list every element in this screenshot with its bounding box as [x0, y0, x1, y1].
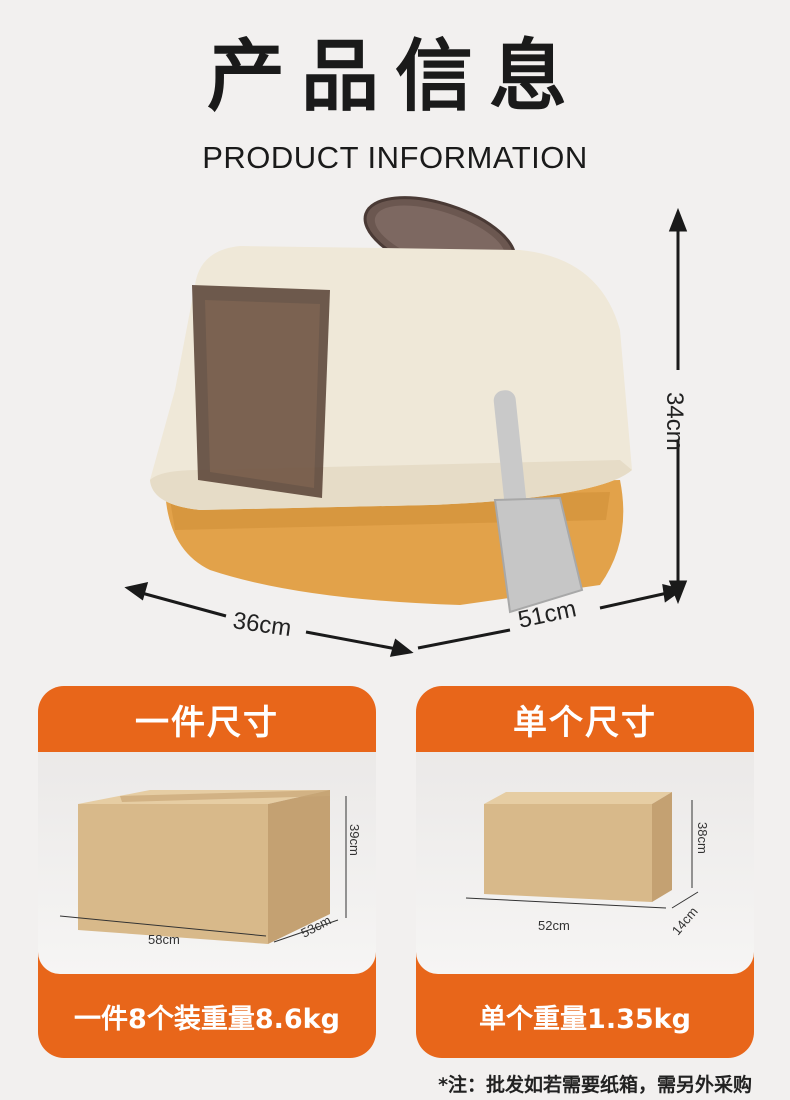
card-title: 一件尺寸 — [135, 702, 279, 743]
box-depth-label: 14cm — [669, 904, 701, 938]
page-title: 产品信息 — [206, 32, 583, 122]
box-height-label: 39cm — [347, 824, 362, 856]
card-footer: 一件8个装重量8.6kg — [74, 1003, 340, 1035]
cardboard-box-image: 39cm 58cm 53cm — [59, 790, 362, 947]
footnote: *注：批发如若需要纸箱，需另外采购 — [438, 1074, 752, 1096]
card-body: 39cm 58cm 53cm — [38, 752, 376, 974]
box-width-label: 52cm — [538, 918, 570, 933]
cardboard-box-image: 38cm 52cm 14cm — [465, 792, 710, 938]
card-body: 38cm 52cm 14cm — [416, 752, 754, 974]
cat-litter-box-image: 34cm 36cm 51cm — [124, 196, 688, 657]
single-size-card: 单个尺寸 38cm 52cm 14cm 单个重量1.35kg — [416, 686, 754, 1058]
card-footer: 单个重量1.35kg — [479, 1003, 691, 1035]
dim-width-label: 36cm — [231, 607, 293, 642]
dim-height-label: 34cm — [661, 392, 688, 451]
litter-scoop-image — [493, 390, 584, 614]
card-title: 单个尺寸 — [513, 702, 657, 743]
box-height-label: 38cm — [695, 822, 710, 854]
box-width-label: 58cm — [148, 932, 180, 947]
page-subtitle: PRODUCT INFORMATION — [202, 140, 588, 175]
carton-size-card: 一件尺寸 39cm 58cm 53cm 一件8个装重量8.6kg — [38, 686, 376, 1058]
